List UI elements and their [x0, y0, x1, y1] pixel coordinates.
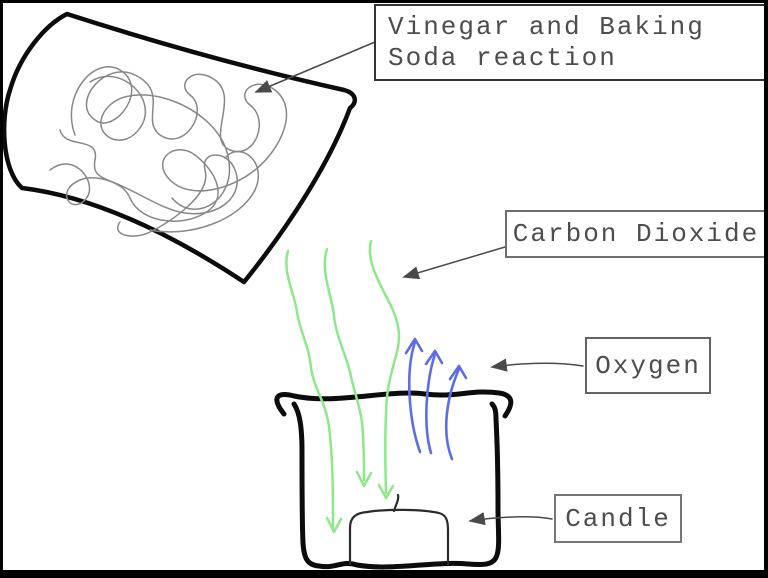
oxygen-label: Oxygen — [595, 350, 701, 381]
candle-label-arrow — [468, 512, 553, 526]
bag-scribble — [49, 66, 288, 237]
oxygen-label-box: Oxygen — [585, 337, 711, 394]
diagram-canvas — [3, 11, 584, 570]
co2-flow-arrow — [323, 247, 366, 482]
oxygen-flow-arrow — [408, 340, 422, 454]
oxygen-flow-arrows — [404, 337, 468, 461]
candle-wick-icon — [392, 493, 400, 513]
carbon-dioxide-label-arrow — [402, 246, 506, 280]
oxygen-arrowhead-icon — [404, 337, 424, 355]
oxygen-arrowhead-icon — [448, 364, 468, 381]
reaction-label-arrow — [254, 41, 376, 93]
beaker-rim — [274, 389, 514, 419]
reaction-label-box: Vinegar and Baking Soda reaction — [374, 4, 764, 81]
co2-flow-arrow — [368, 239, 401, 495]
candle-drawing — [348, 493, 450, 566]
label-callout-arrows — [254, 41, 584, 526]
oxygen-flow-arrow — [425, 352, 437, 455]
beaker — [274, 389, 514, 570]
oxygen-label-arrow — [490, 358, 584, 372]
reaction-bag — [3, 11, 358, 285]
oxygen-arrowhead-icon — [424, 349, 444, 366]
reaction-bag-outline — [3, 11, 358, 285]
co2-flow-arrow — [285, 249, 335, 530]
co2-arrowhead-icon — [377, 483, 395, 500]
candle-label: Candle — [565, 503, 671, 534]
reaction-label-line2: Soda reaction — [388, 43, 617, 73]
oxygen-flow-arrow — [444, 367, 461, 461]
beaker-body — [291, 401, 502, 570]
carbon-dioxide-label-box: Carbon Dioxide — [505, 210, 764, 258]
co2-flow-arrows — [285, 239, 401, 534]
carbon-dioxide-label: Carbon Dioxide — [512, 219, 760, 249]
co2-arrowhead-icon — [355, 470, 373, 488]
candle-body — [348, 508, 450, 566]
reaction-label-line1: Vinegar and Baking — [388, 12, 705, 42]
candle-label-box: Candle — [554, 494, 682, 543]
co2-arrowhead-icon — [325, 516, 343, 534]
